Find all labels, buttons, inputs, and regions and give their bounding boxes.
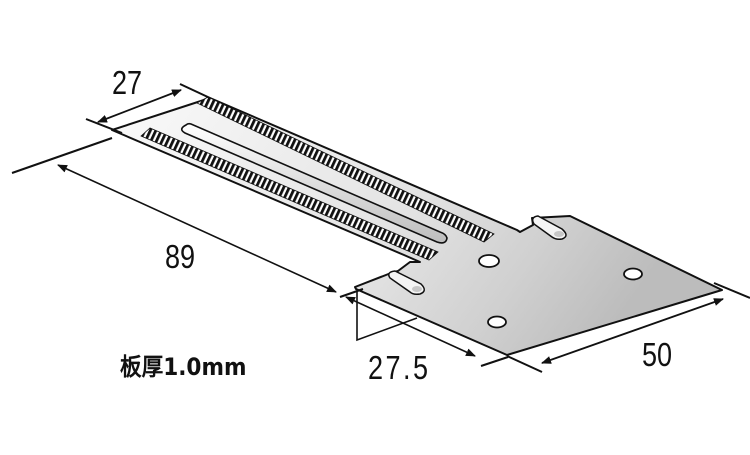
raised-tab-right bbox=[531, 215, 567, 240]
dimension-label-27-5: 27.5 bbox=[368, 349, 431, 386]
dimension-27 bbox=[85, 83, 211, 134]
dimension-27-5 bbox=[339, 288, 509, 367]
dimension-label-27: 27 bbox=[112, 64, 143, 101]
dimension-89 bbox=[11, 137, 337, 293]
dimension-label-89: 89 bbox=[165, 238, 196, 275]
plate-thickness-note: 板厚1.0mm bbox=[120, 353, 247, 381]
mounting-holes bbox=[478, 254, 643, 329]
dimension-label-50: 50 bbox=[642, 336, 673, 373]
dimension-50 bbox=[506, 282, 750, 373]
raised-tab-left bbox=[388, 270, 425, 295]
